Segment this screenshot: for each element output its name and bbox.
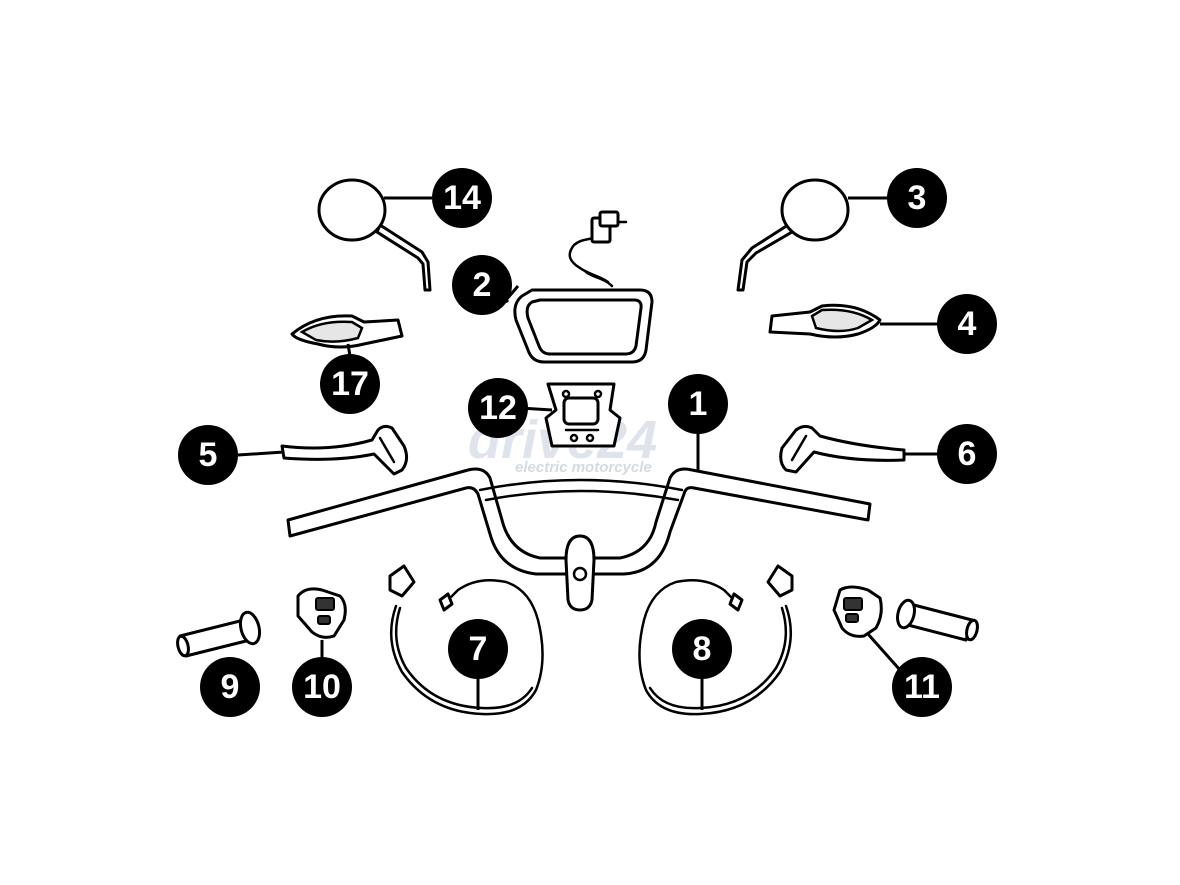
callout-8: 8 [672,619,732,679]
callout-label-5: 5 [199,436,218,474]
right-turn-signal [768,303,882,339]
handlebar [286,467,872,612]
callout-label-2: 2 [473,266,492,304]
callout-label-11: 11 [904,668,940,706]
callout-14: 14 [432,168,492,228]
right-switch-gear [832,585,883,638]
callout-11: 11 [892,657,952,717]
left-grip [176,610,262,658]
callout-label-6: 6 [958,435,977,473]
left-mirror [317,178,432,292]
callout-1: 1 [668,374,728,434]
callout-4: 4 [937,294,997,354]
callout-label-4: 4 [958,305,977,343]
watermark-tagline: electric motorcycle [515,459,652,476]
callout-label-10: 10 [303,668,341,706]
display-bracket [544,382,622,448]
right-grip [896,598,979,642]
callout-label-12: 12 [479,389,517,427]
callout-3: 3 [887,168,947,228]
right-wiring-harness [638,564,794,716]
callout-5: 5 [178,425,238,485]
callout-9: 9 [200,657,260,717]
right-brake-lever [779,424,906,474]
right-mirror [736,178,850,292]
callout-label-9: 9 [221,668,240,706]
callout-6: 6 [937,424,997,484]
callout-label-17: 17 [331,365,369,403]
left-switch-gear [296,587,347,639]
callout-label-3: 3 [908,179,927,217]
callout-label-1: 1 [689,385,708,423]
callout-10: 10 [292,657,352,717]
left-turn-signal [290,314,404,349]
callout-12: 12 [468,378,528,438]
dashboard-display [513,210,654,364]
callout-2: 2 [452,255,512,315]
left-wiring-harness [388,564,544,716]
left-brake-lever [280,424,409,476]
callout-label-8: 8 [693,630,712,668]
callout-label-14: 14 [443,179,481,217]
callout-label-7: 7 [469,630,488,668]
callout-17: 17 [320,354,380,414]
callout-7: 7 [448,619,508,679]
